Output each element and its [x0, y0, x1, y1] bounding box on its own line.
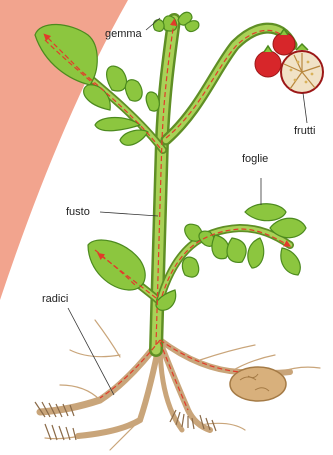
label-gemma: gemma: [105, 28, 143, 40]
label-frutti: frutti: [294, 125, 315, 137]
right-leaf-branch: [160, 228, 290, 300]
leaf-foglie: [245, 204, 286, 221]
leader-radici: [68, 308, 114, 395]
fruits: [255, 29, 323, 93]
tomato-top: [273, 33, 295, 55]
leader-fusto: [100, 212, 158, 216]
tomato-left: [255, 51, 281, 77]
label-foglie: foglie: [242, 153, 268, 165]
label-radici: radici: [42, 293, 68, 305]
tuber: [230, 367, 286, 401]
leader-frutti: [303, 93, 307, 123]
label-fusto: fusto: [66, 206, 90, 218]
